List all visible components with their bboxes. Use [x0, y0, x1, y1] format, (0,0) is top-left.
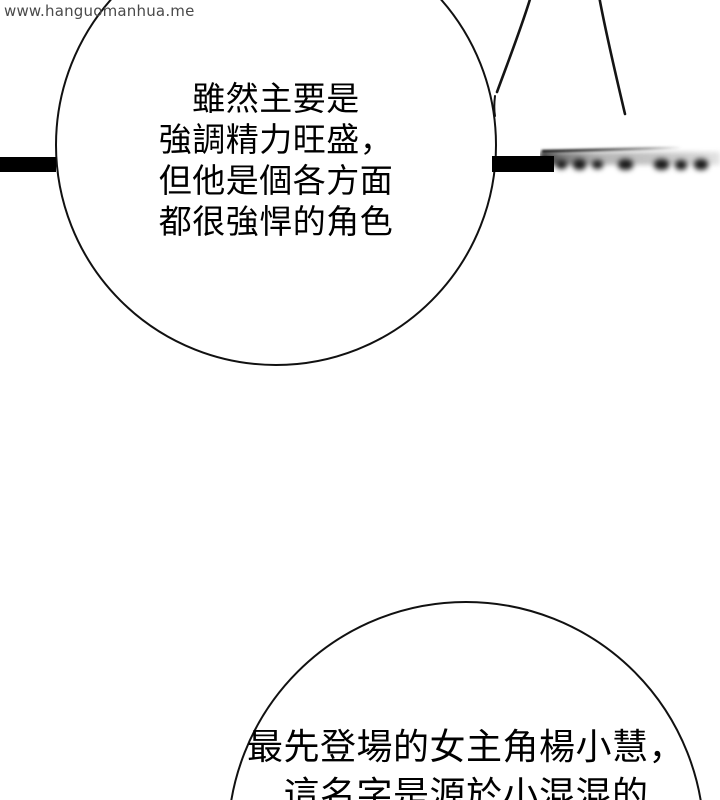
- bubble-tail-left: [0, 157, 56, 172]
- motion-blur-smudge: [540, 136, 720, 184]
- site-watermark: www.hanguomanhua.me: [4, 2, 195, 20]
- smudge-blob: [618, 159, 633, 170]
- smudge-blob: [654, 159, 669, 170]
- speech-text-top: 雖然主要是 強調精力旺盛， 但他是個各方面 都很強悍的角色: [56, 78, 496, 242]
- speech-line: 強調精力旺盛，: [158, 120, 394, 159]
- speech-line: 最先登場的女主角楊小慧，: [246, 727, 685, 768]
- speech-line: 這名字是源於小混混的: [283, 775, 649, 800]
- smudge-blob: [694, 159, 708, 170]
- speech-bubble-top: [55, 0, 497, 366]
- smudge-blob: [556, 160, 567, 169]
- speech-line: 但他是個各方面: [158, 161, 394, 200]
- speech-text-bottom: 最先登場的女主角楊小慧， 這名字是源於小混混的: [230, 724, 702, 800]
- smudge-blob: [675, 160, 687, 170]
- sketch-line-left: [495, 0, 532, 94]
- bubble-tail-right: [492, 156, 554, 172]
- speech-line: 都很強悍的角色: [158, 202, 394, 241]
- speech-line: 雖然主要是: [192, 79, 360, 118]
- sketch-line-right: [598, 0, 627, 116]
- smudge-blob: [592, 160, 603, 169]
- smudge-blob: [573, 159, 586, 170]
